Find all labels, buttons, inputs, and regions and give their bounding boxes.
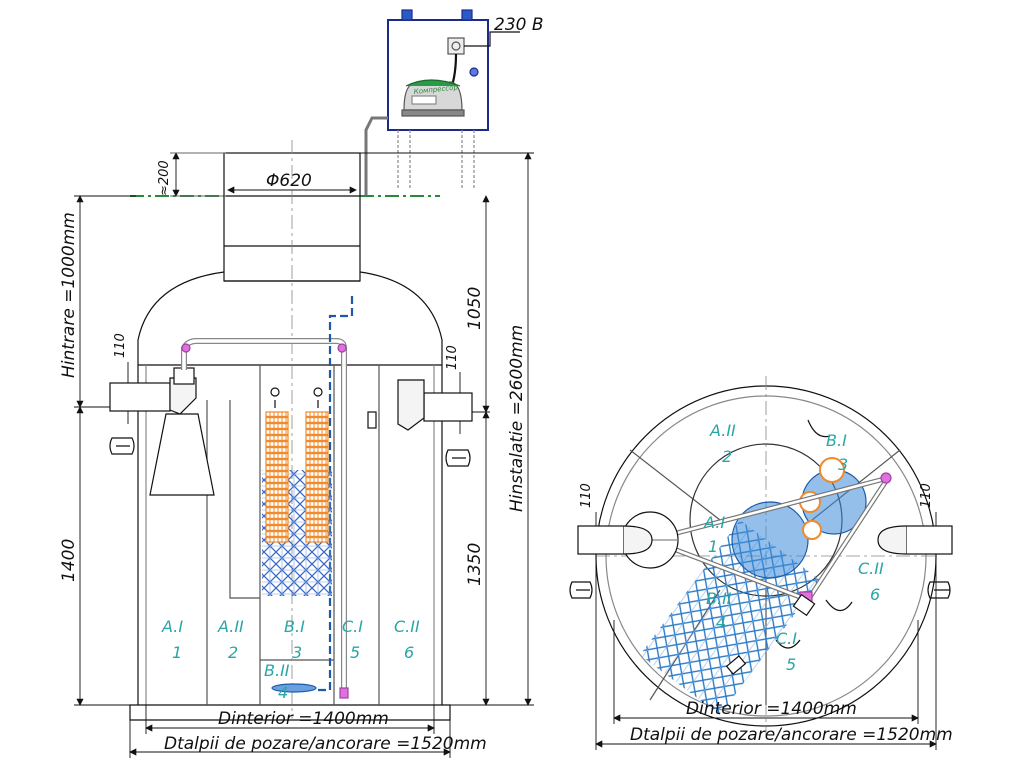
zone-num: 5: [786, 655, 796, 674]
d-interior-label: Dinterior =1400mm: [218, 709, 389, 729]
zone-code: A.II: [217, 617, 244, 636]
plan-d-base-label: Dtalpii de pozare/ancorare =1520mm: [630, 725, 953, 745]
zone-num: 6: [870, 585, 880, 604]
approx-200: ≈200: [157, 160, 172, 196]
section-zone-labels: A.I 1 A.II 2 B.I 3 C.I 5 C.II 6 B.II 4: [161, 617, 420, 702]
h-inlet-label: Hintrare =1000mm: [59, 212, 79, 378]
zone-code: C.II: [858, 559, 884, 578]
text-labels: 230 B Компрессор Φ620 ≈200 Hintrare =100…: [59, 15, 953, 754]
zone-code: C.I: [776, 629, 797, 648]
d110-right: 110: [445, 345, 460, 370]
neck-diameter: Φ620: [266, 171, 312, 191]
zone-num: 1: [708, 537, 718, 556]
zone-code: A.I: [703, 513, 725, 532]
zone-code: A.I: [161, 617, 183, 636]
section-dimensions: [74, 152, 534, 758]
d-base-label: Dtalpii de pozare/ancorare =1520mm: [164, 734, 487, 754]
zone-num: 3: [838, 455, 848, 474]
power-label: 230 B: [494, 15, 544, 35]
zone-code: B.II: [264, 661, 290, 680]
plan-d110-left: 110: [579, 483, 594, 508]
d1400: 1400: [59, 539, 79, 582]
zone-code: C.I: [342, 617, 363, 636]
zone-num: 3: [292, 643, 302, 662]
zone-num: 1: [172, 643, 182, 662]
plan-dimensions: [595, 512, 937, 750]
d110-left: 110: [113, 333, 128, 358]
zone-code: B.I: [284, 617, 305, 636]
zone-code: B.II: [706, 589, 732, 608]
zone-num: 4: [278, 683, 288, 702]
zone-num: 2: [722, 447, 732, 466]
zone-num: 2: [228, 643, 238, 662]
d1050: 1050: [465, 287, 485, 330]
zone-num: 6: [404, 643, 414, 662]
zone-code: B.I: [826, 431, 847, 450]
zone-code: C.II: [394, 617, 420, 636]
d1350: 1350: [465, 543, 485, 586]
zone-num: 5: [350, 643, 360, 662]
section-view: [109, 9, 520, 721]
plan-zone-labels: A.II 2 B.I 3 A.I 1 B.II 4 C.II 6 C.I 5: [703, 421, 884, 674]
plan-d-interior-label: Dinterior =1400mm: [686, 699, 857, 719]
compressor-icon: [401, 79, 465, 117]
zone-num: 4: [716, 613, 726, 632]
plan-d110-right: 110: [919, 483, 934, 508]
zone-code: A.II: [709, 421, 736, 440]
plan-view: [569, 376, 953, 736]
h-install-label: Hinstalatie =2600mm: [507, 325, 527, 512]
